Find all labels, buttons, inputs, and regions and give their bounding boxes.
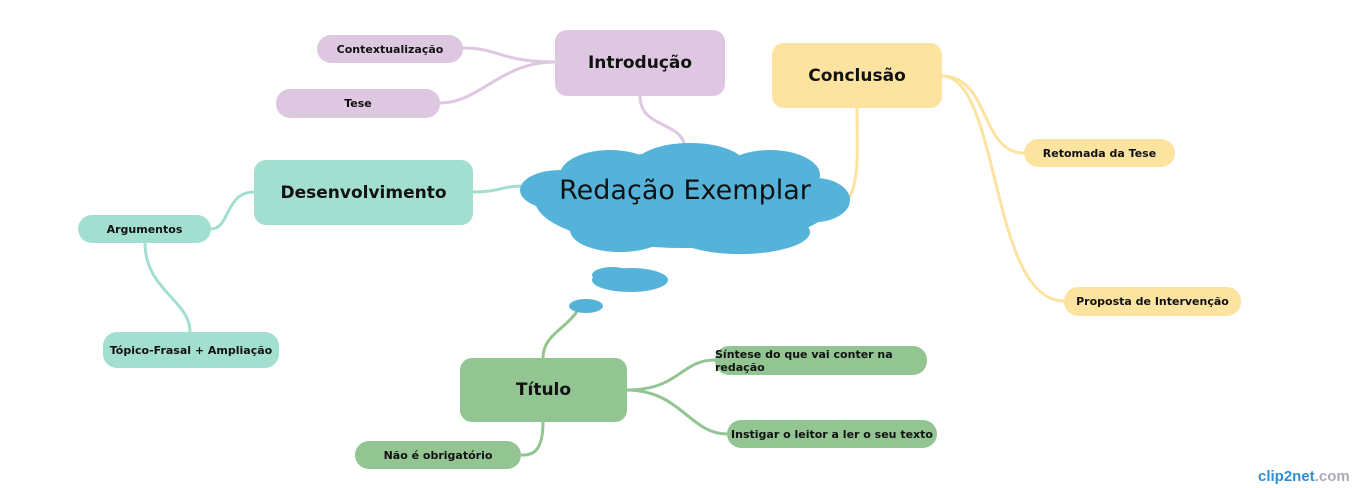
node-desenvolvimento[interactable]: Desenvolvimento xyxy=(254,160,473,225)
node-titulo[interactable]: Título xyxy=(460,358,627,422)
watermark-domain: .com xyxy=(1314,468,1350,485)
watermark-logo: clip2net.com xyxy=(1258,468,1350,485)
node-retomada-da-tese[interactable]: Retomada da Tese xyxy=(1024,139,1175,167)
node-instigar-leitor[interactable]: Instigar o leitor a ler o seu texto xyxy=(727,420,937,448)
node-argumentos[interactable]: Argumentos xyxy=(78,215,211,243)
node-nao-obrigatorio[interactable]: Não é obrigatório xyxy=(355,441,521,469)
node-tese[interactable]: Tese xyxy=(276,89,440,118)
node-topico-frasal[interactable]: Tópico-Frasal + Ampliação xyxy=(103,332,279,368)
watermark-brand: clip2net xyxy=(1258,468,1315,485)
node-conclusao[interactable]: Conclusão xyxy=(772,43,942,108)
central-topic[interactable]: Redação Exemplar xyxy=(559,175,811,206)
cloud-shape xyxy=(520,143,850,313)
node-proposta-de-intervencao[interactable]: Proposta de Intervenção xyxy=(1064,287,1241,316)
node-contextualizacao[interactable]: Contextualização xyxy=(317,35,463,63)
node-sintese[interactable]: Síntese do que vai conter na redação xyxy=(715,346,927,375)
node-introducao[interactable]: Introdução xyxy=(555,30,725,96)
